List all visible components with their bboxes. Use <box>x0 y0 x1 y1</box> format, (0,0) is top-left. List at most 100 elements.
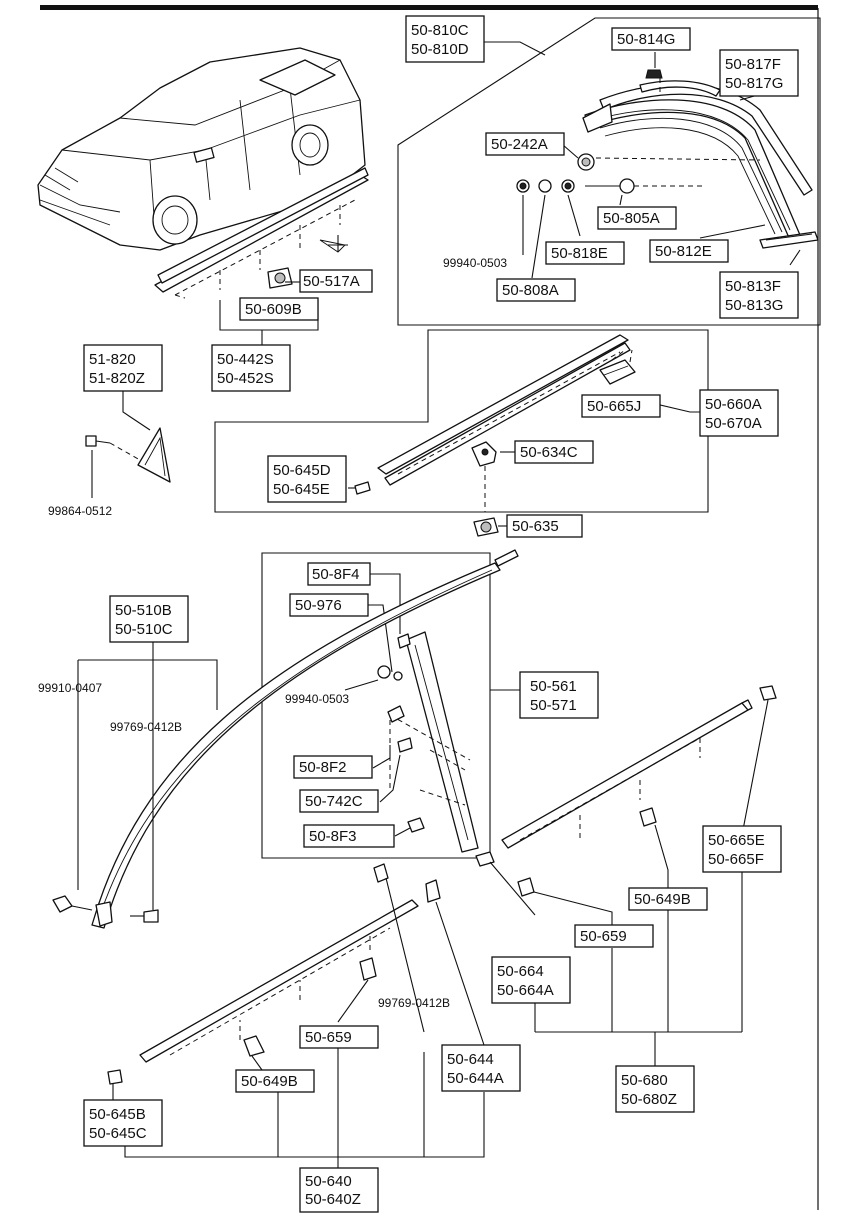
svg-text:50-976: 50-976 <box>295 597 342 614</box>
rear-door-molding <box>475 685 777 1066</box>
svg-text:50-634C: 50-634C <box>520 444 578 461</box>
label-99769-0412B-left: 99769-0412B <box>110 720 182 734</box>
callout-50-442S: 50-442S 50-452S <box>211 344 291 392</box>
svg-text:50-742C: 50-742C <box>305 793 363 810</box>
svg-text:50-813G: 50-813G <box>725 297 783 314</box>
callout-50-635: 50-635 <box>506 514 583 538</box>
svg-text:50-609B: 50-609B <box>245 301 302 318</box>
svg-text:50-810C: 50-810C <box>411 22 469 39</box>
callout-50-644: 50-644 50-644A <box>441 1044 521 1092</box>
svg-text:50-805A: 50-805A <box>603 210 660 227</box>
callout-50-664: 50-664 50-664A <box>491 956 571 1004</box>
callout-50-742C: 50-742C <box>299 789 379 813</box>
callout-50-659-left: 50-659 <box>299 1025 379 1049</box>
callout-50-812E: 50-812E <box>649 239 729 263</box>
svg-text:51-820Z: 51-820Z <box>89 370 145 387</box>
label-99940-0503-mid: 99940-0503 <box>285 692 349 706</box>
callout-50-645B: 50-645B 50-645C <box>83 1099 163 1147</box>
svg-text:50-452S: 50-452S <box>217 370 274 387</box>
pillar-panel <box>261 552 520 859</box>
corner-garnish <box>85 390 171 498</box>
callout-50-8F2: 50-8F2 <box>293 755 373 779</box>
svg-text:50-8F4: 50-8F4 <box>312 566 360 583</box>
svg-text:50-645D: 50-645D <box>273 462 331 479</box>
callout-50-242A: 50-242A <box>485 132 565 156</box>
car-illustration <box>37 47 366 251</box>
callout-50-510B: 50-510B 50-510C <box>109 595 189 643</box>
label-99910-0407: 99910-0407 <box>38 681 102 695</box>
callout-50-665J: 50-665J <box>581 394 661 418</box>
callout-50-817F: 50-817F 50-817G <box>719 49 799 97</box>
svg-text:50-814G: 50-814G <box>617 31 675 48</box>
svg-text:50-810D: 50-810D <box>411 41 469 58</box>
label-99940-0503-top: 99940-0503 <box>443 256 507 270</box>
svg-text:51-820: 51-820 <box>89 351 136 368</box>
callout-50-665E: 50-665E 50-665F <box>702 825 782 873</box>
svg-text:50-510C: 50-510C <box>115 621 173 638</box>
callout-50-634C: 50-634C <box>514 440 594 464</box>
callout-50-8F3: 50-8F3 <box>303 824 395 848</box>
svg-text:50-812E: 50-812E <box>655 243 712 260</box>
svg-text:50-640: 50-640 <box>305 1173 352 1190</box>
callout-50-609B: 50-609B <box>239 297 319 321</box>
svg-text:50-659: 50-659 <box>580 928 627 945</box>
svg-text:50-645B: 50-645B <box>89 1106 146 1123</box>
callout-50-640: 50-640 50-640Z <box>299 1167 379 1213</box>
callout-50-805A: 50-805A <box>597 206 677 230</box>
svg-text:50-8F2: 50-8F2 <box>299 759 347 776</box>
svg-text:50-645C: 50-645C <box>89 1125 147 1142</box>
svg-text:50-644: 50-644 <box>447 1051 494 1068</box>
front-door-molding <box>107 863 485 1168</box>
belt-molding-panel <box>214 329 709 513</box>
svg-text:50-640Z: 50-640Z <box>305 1191 361 1208</box>
svg-text:50-680: 50-680 <box>621 1072 668 1089</box>
svg-text:50-649B: 50-649B <box>241 1073 298 1090</box>
callout-50-517A: 50-517A <box>299 269 373 293</box>
callout-50-649B-left: 50-649B <box>235 1069 315 1093</box>
callout-50-810C: 50-810C 50-810D <box>405 15 485 63</box>
svg-text:50-649B: 50-649B <box>634 891 691 908</box>
svg-text:50-665E: 50-665E <box>708 832 765 849</box>
svg-text:50-817F: 50-817F <box>725 56 781 73</box>
svg-text:50-664A: 50-664A <box>497 982 554 999</box>
callout-50-808A: 50-808A <box>496 278 576 302</box>
svg-text:50-635: 50-635 <box>512 518 559 535</box>
callout-50-818E: 50-818E <box>545 241 625 265</box>
callout-50-659-right: 50-659 <box>574 924 654 948</box>
svg-text:50-561: 50-561 <box>530 678 577 695</box>
callout-50-976: 50-976 <box>289 593 369 617</box>
svg-text:50-442S: 50-442S <box>217 351 274 368</box>
svg-text:50-808A: 50-808A <box>502 282 559 299</box>
clip-635 <box>473 517 510 537</box>
svg-text:50-8F3: 50-8F3 <box>309 828 357 845</box>
svg-text:50-680Z: 50-680Z <box>621 1091 677 1108</box>
svg-text:50-817G: 50-817G <box>725 75 783 92</box>
top-border <box>40 5 818 10</box>
svg-text:50-670A: 50-670A <box>705 415 762 432</box>
svg-text:50-818E: 50-818E <box>551 245 608 262</box>
callout-50-645D: 50-645D 50-645E <box>267 455 347 503</box>
svg-text:50-517A: 50-517A <box>303 273 360 290</box>
callout-50-649B-right: 50-649B <box>628 887 708 911</box>
svg-text:50-664: 50-664 <box>497 963 544 980</box>
side-molding-upper <box>154 167 369 345</box>
label-99769-0412B-bottom: 99769-0412B <box>378 996 450 1010</box>
svg-text:50-659: 50-659 <box>305 1029 352 1046</box>
label-99864-0512: 99864-0512 <box>48 504 112 518</box>
callout-50-813F: 50-813F 50-813G <box>719 271 799 319</box>
svg-text:50-665J: 50-665J <box>587 398 641 415</box>
windshield-molding <box>52 549 519 929</box>
svg-text:50-665F: 50-665F <box>708 851 764 868</box>
svg-text:50-645E: 50-645E <box>273 481 330 498</box>
callout-50-561: 50-561 50-571 <box>519 671 599 719</box>
svg-text:50-510B: 50-510B <box>115 602 172 619</box>
callout-50-680: 50-680 50-680Z <box>615 1065 695 1113</box>
callout-50-814G: 50-814G <box>611 27 691 51</box>
svg-text:50-571: 50-571 <box>530 697 577 714</box>
svg-text:50-813F: 50-813F <box>725 278 781 295</box>
svg-text:50-644A: 50-644A <box>447 1070 504 1087</box>
callout-50-660A: 50-660A 50-670A <box>699 389 779 437</box>
svg-text:50-242A: 50-242A <box>491 136 548 153</box>
callout-51-820: 51-820 51-820Z <box>83 344 163 392</box>
